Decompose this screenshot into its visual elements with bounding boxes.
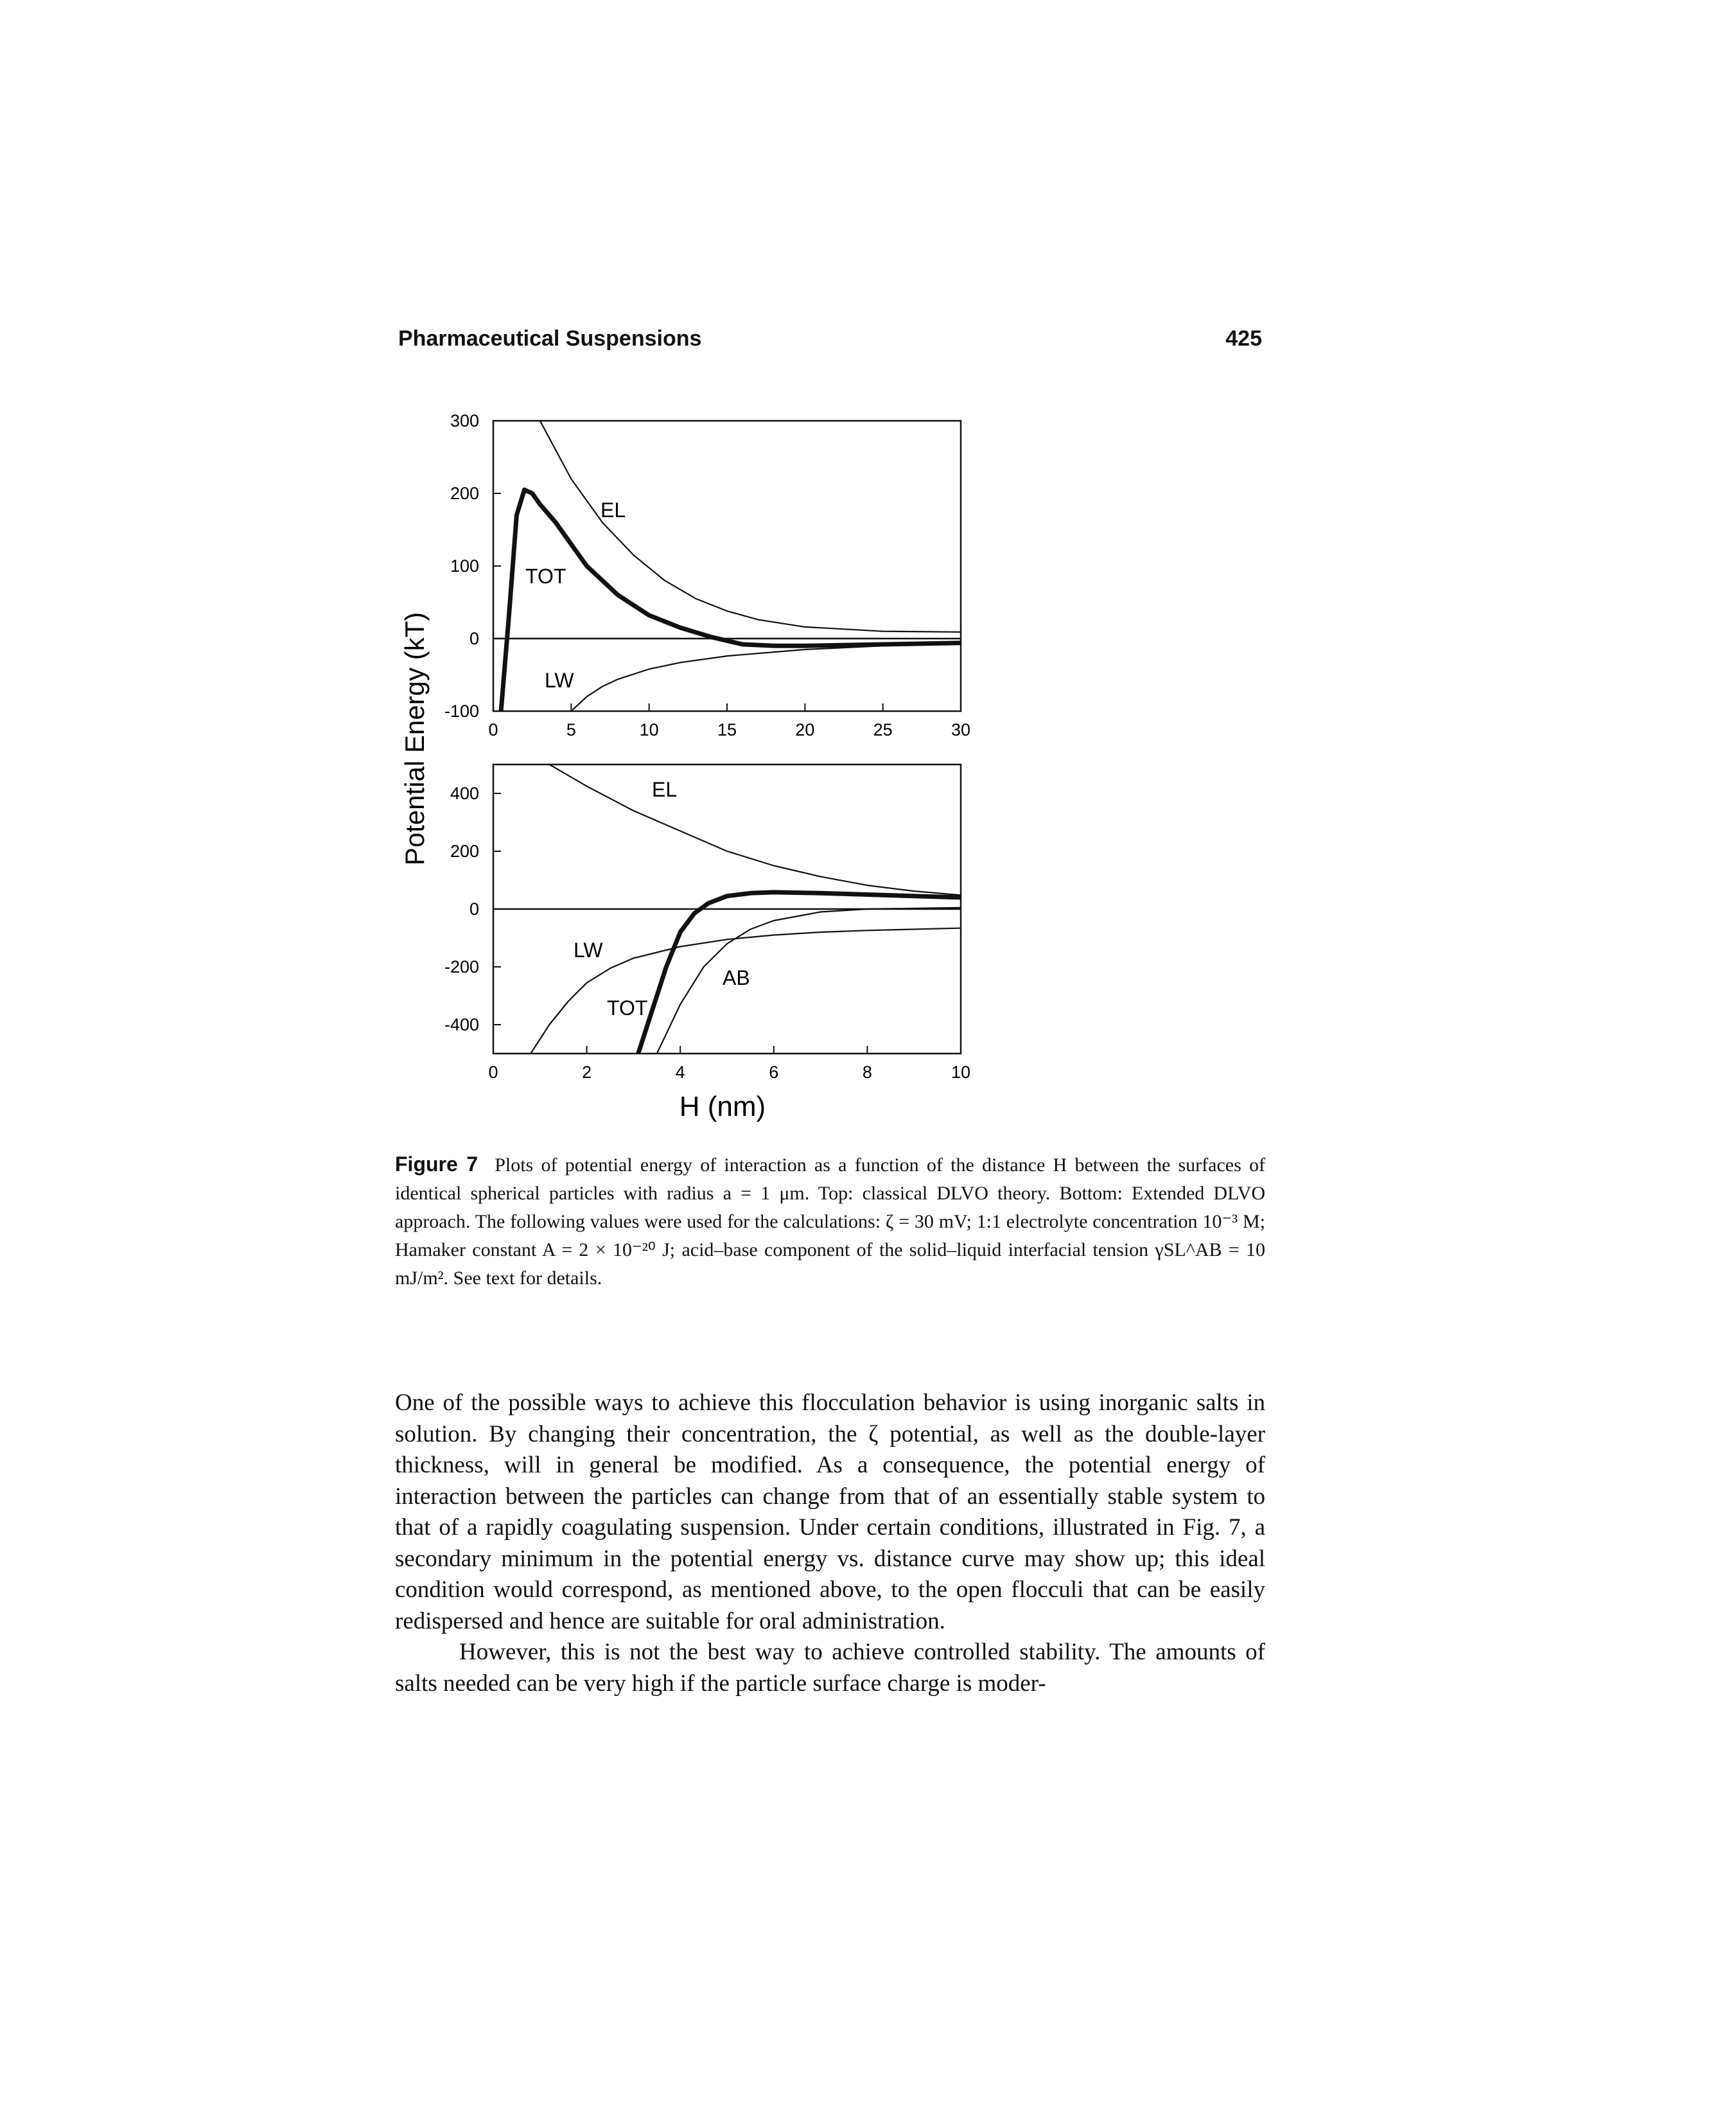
series-label: LW (574, 939, 603, 962)
caption-text: Plots of potential energy of interaction… (395, 1154, 1266, 1289)
x-tick-label: 25 (873, 720, 893, 739)
x-tick-label: 2 (582, 1063, 592, 1082)
series-label: AB (723, 966, 750, 989)
x-tick-label: 4 (676, 1063, 685, 1082)
running-head: Pharmaceutical Suspensions 425 (398, 326, 1262, 358)
x-tick-label: 0 (488, 720, 498, 739)
y-tick-label: 400 (450, 784, 479, 803)
x-axis-label: H (nm) (679, 1091, 766, 1122)
y-tick-label: 200 (450, 842, 479, 861)
x-tick-label: 10 (951, 1063, 970, 1082)
x-tick-label: 30 (951, 720, 970, 739)
series-label: LW (545, 669, 574, 692)
page-number: 425 (1225, 326, 1262, 351)
x-tick-label: 5 (566, 720, 576, 739)
series-label: EL (652, 778, 677, 801)
x-tick-label: 6 (769, 1063, 778, 1082)
y-tick-label: 0 (469, 899, 479, 919)
top-panel-dlvo: 0 5 10 15 20 25 30 300 200 100 0 -100 EL TOT LW (444, 411, 970, 739)
series-el-line (539, 421, 961, 633)
bottom-panel-extended-dlvo: 0 2 4 6 8 10 400 200 0 -200 -400 EL LW AB TOT (444, 763, 970, 1082)
x-tick-label: 0 (488, 1063, 498, 1082)
y-tick-label: -100 (444, 702, 479, 721)
paragraph: One of the possible ways to achieve this… (395, 1390, 1265, 1634)
y-tick-label: 300 (450, 411, 479, 430)
series-el-line (548, 764, 961, 896)
series-lw-line (570, 642, 961, 711)
body-text: One of the possible ways to achieve this… (395, 1388, 1265, 1699)
series-label: TOT (525, 565, 566, 588)
series-label: EL (601, 499, 626, 522)
x-tick-label: 10 (640, 720, 659, 739)
x-tick-label: 15 (717, 720, 737, 739)
series-tot-line (498, 487, 961, 711)
y-tick-label: 0 (469, 629, 479, 648)
y-tick-label: -200 (444, 957, 479, 976)
x-tick-label: 20 (795, 720, 814, 739)
y-axis-label: Potential Energy (kT) (399, 612, 430, 866)
series-ab-line (656, 906, 961, 1054)
y-tick-label: 100 (450, 556, 479, 576)
running-title: Pharmaceutical Suspensions (398, 326, 702, 351)
series-lw-line (530, 927, 961, 1054)
series-label: TOT (607, 996, 647, 1020)
y-tick-label: -400 (444, 1015, 479, 1034)
figure-label: Figure 7 (395, 1153, 478, 1176)
x-tick-label: 8 (863, 1063, 872, 1082)
y-tick-label: 200 (450, 484, 479, 503)
series-tot-line (636, 890, 961, 1054)
paragraph: However, this is not the best way to ach… (395, 1639, 1265, 1697)
